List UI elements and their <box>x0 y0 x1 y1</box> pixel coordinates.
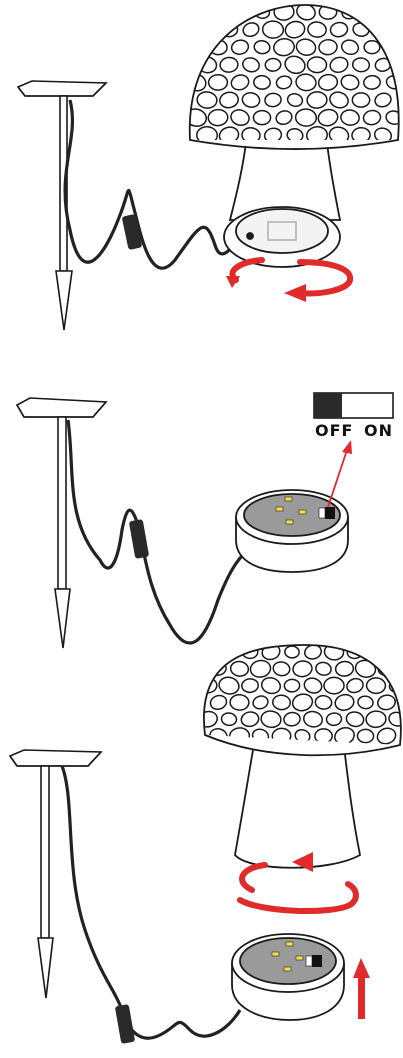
base-unit-2 <box>236 490 348 572</box>
step-1-group <box>18 2 403 330</box>
power-switch-2-slot <box>319 508 325 518</box>
rotation-arrow-3 <box>240 865 356 911</box>
switch-graphic <box>314 393 393 418</box>
cable-2 <box>68 420 248 643</box>
step-3-group <box>10 641 403 1043</box>
mushroom-3 <box>197 641 403 867</box>
cap-spot <box>382 2 403 23</box>
callout-arrow-2 <box>328 450 347 507</box>
up-arrow-head <box>353 958 370 978</box>
power-switch-3[interactable] <box>312 955 322 967</box>
rotation-arrowhead-1b <box>284 284 306 302</box>
connector-3 <box>115 1004 135 1044</box>
power-switch-3-slot <box>306 956 312 966</box>
cap-spot <box>185 3 206 22</box>
cap-spot <box>231 4 249 19</box>
switch-on-label: ON <box>364 421 393 440</box>
switch-off-label: OFF <box>315 421 353 440</box>
cap-spot <box>364 5 380 18</box>
cap-spot <box>366 643 386 660</box>
cap-spot <box>196 20 218 40</box>
power-switch-2[interactable] <box>325 507 335 519</box>
cap-spot <box>200 645 217 659</box>
cap-spot <box>208 3 228 20</box>
mushroom-1 <box>184 2 403 267</box>
cap-spot <box>378 661 396 676</box>
cable-3 <box>62 766 240 1038</box>
solar-stake-3 <box>10 750 101 998</box>
up-arrow-shaft <box>358 975 365 1019</box>
solar-stake-2 <box>17 398 106 648</box>
cap-spot <box>389 645 403 659</box>
solar-stake-1 <box>18 81 106 330</box>
cap-spot <box>184 37 207 58</box>
connector-2 <box>129 519 149 559</box>
callout-arrowhead-2 <box>342 440 352 454</box>
base-unit-3 <box>232 934 344 1020</box>
